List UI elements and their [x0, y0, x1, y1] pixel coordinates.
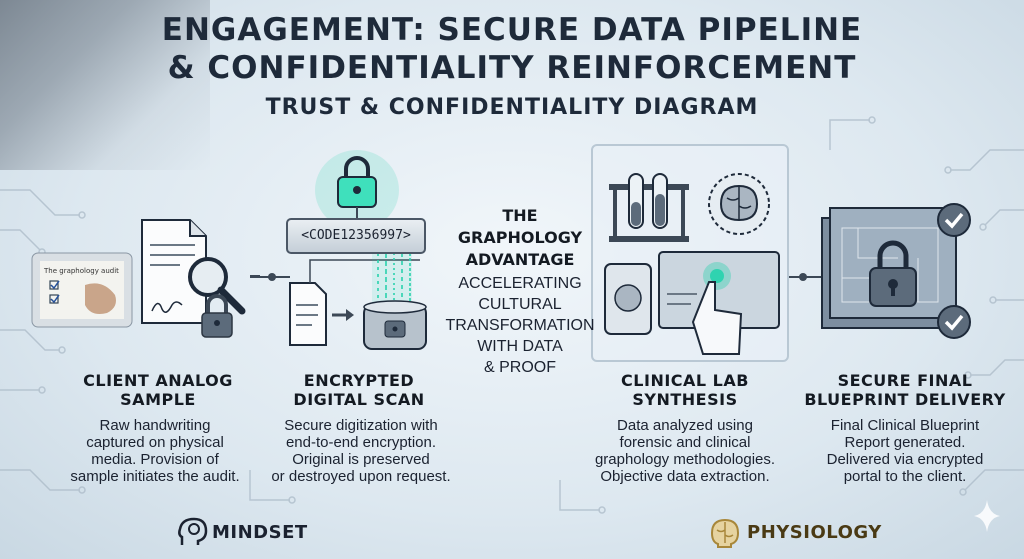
title-line-1: ENGAGEMENT: SECURE DATA PIPELINE — [161, 12, 863, 48]
mindset-head-icon — [178, 517, 208, 545]
advantage-text: ACCELERATING CULTURAL TRANSFORMATION WIT… — [445, 275, 595, 376]
title-line-2: & CONFIDENTIALITY REINFORCEMENT — [167, 50, 857, 86]
test-tubes-icon — [609, 173, 689, 242]
pointing-hand-icon — [691, 281, 743, 355]
footer-physiology: PHYSIOLOGY — [747, 522, 882, 543]
connector-1 — [250, 273, 290, 281]
brain-icon — [708, 173, 770, 235]
sample-photo-icon: The graphology audit — [40, 261, 124, 319]
stage4-illustration — [821, 203, 971, 339]
magnifier-icon — [188, 257, 246, 315]
advantage-heading: THE GRAPHOLOGY ADVANTAGE — [457, 206, 583, 269]
scan-document-icon — [289, 282, 327, 346]
stage2-illustration — [289, 150, 427, 350]
lock-icon — [201, 294, 233, 338]
footer-mindset: MINDSET — [212, 522, 308, 543]
subtitle: TRUST & CONFIDENTIALITY DIAGRAM — [265, 95, 759, 120]
check-badge-top-icon — [937, 203, 971, 237]
background-photo — [0, 0, 210, 170]
glowing-lock-icon — [315, 150, 399, 230]
sparkle-icon — [974, 500, 1000, 532]
blueprint-lock-icon — [869, 240, 917, 307]
tablet-icon — [604, 263, 652, 335]
check-badge-bottom-icon — [937, 305, 971, 339]
vault-icon — [363, 300, 427, 350]
sample-sheet-text: The graphology audit — [43, 267, 119, 275]
stage3-illustration — [604, 173, 780, 355]
document-icon — [141, 219, 207, 324]
encryption-code: <CODE12356997> — [286, 218, 426, 254]
graphology-advantage: THE GRAPHOLOGY ADVANTAGE ACCELERATING CU… — [440, 205, 600, 378]
physiology-brain-icon — [710, 518, 740, 548]
binary-stream-icon — [372, 250, 412, 310]
stage1-illustration: The graphology audit — [31, 219, 260, 338]
